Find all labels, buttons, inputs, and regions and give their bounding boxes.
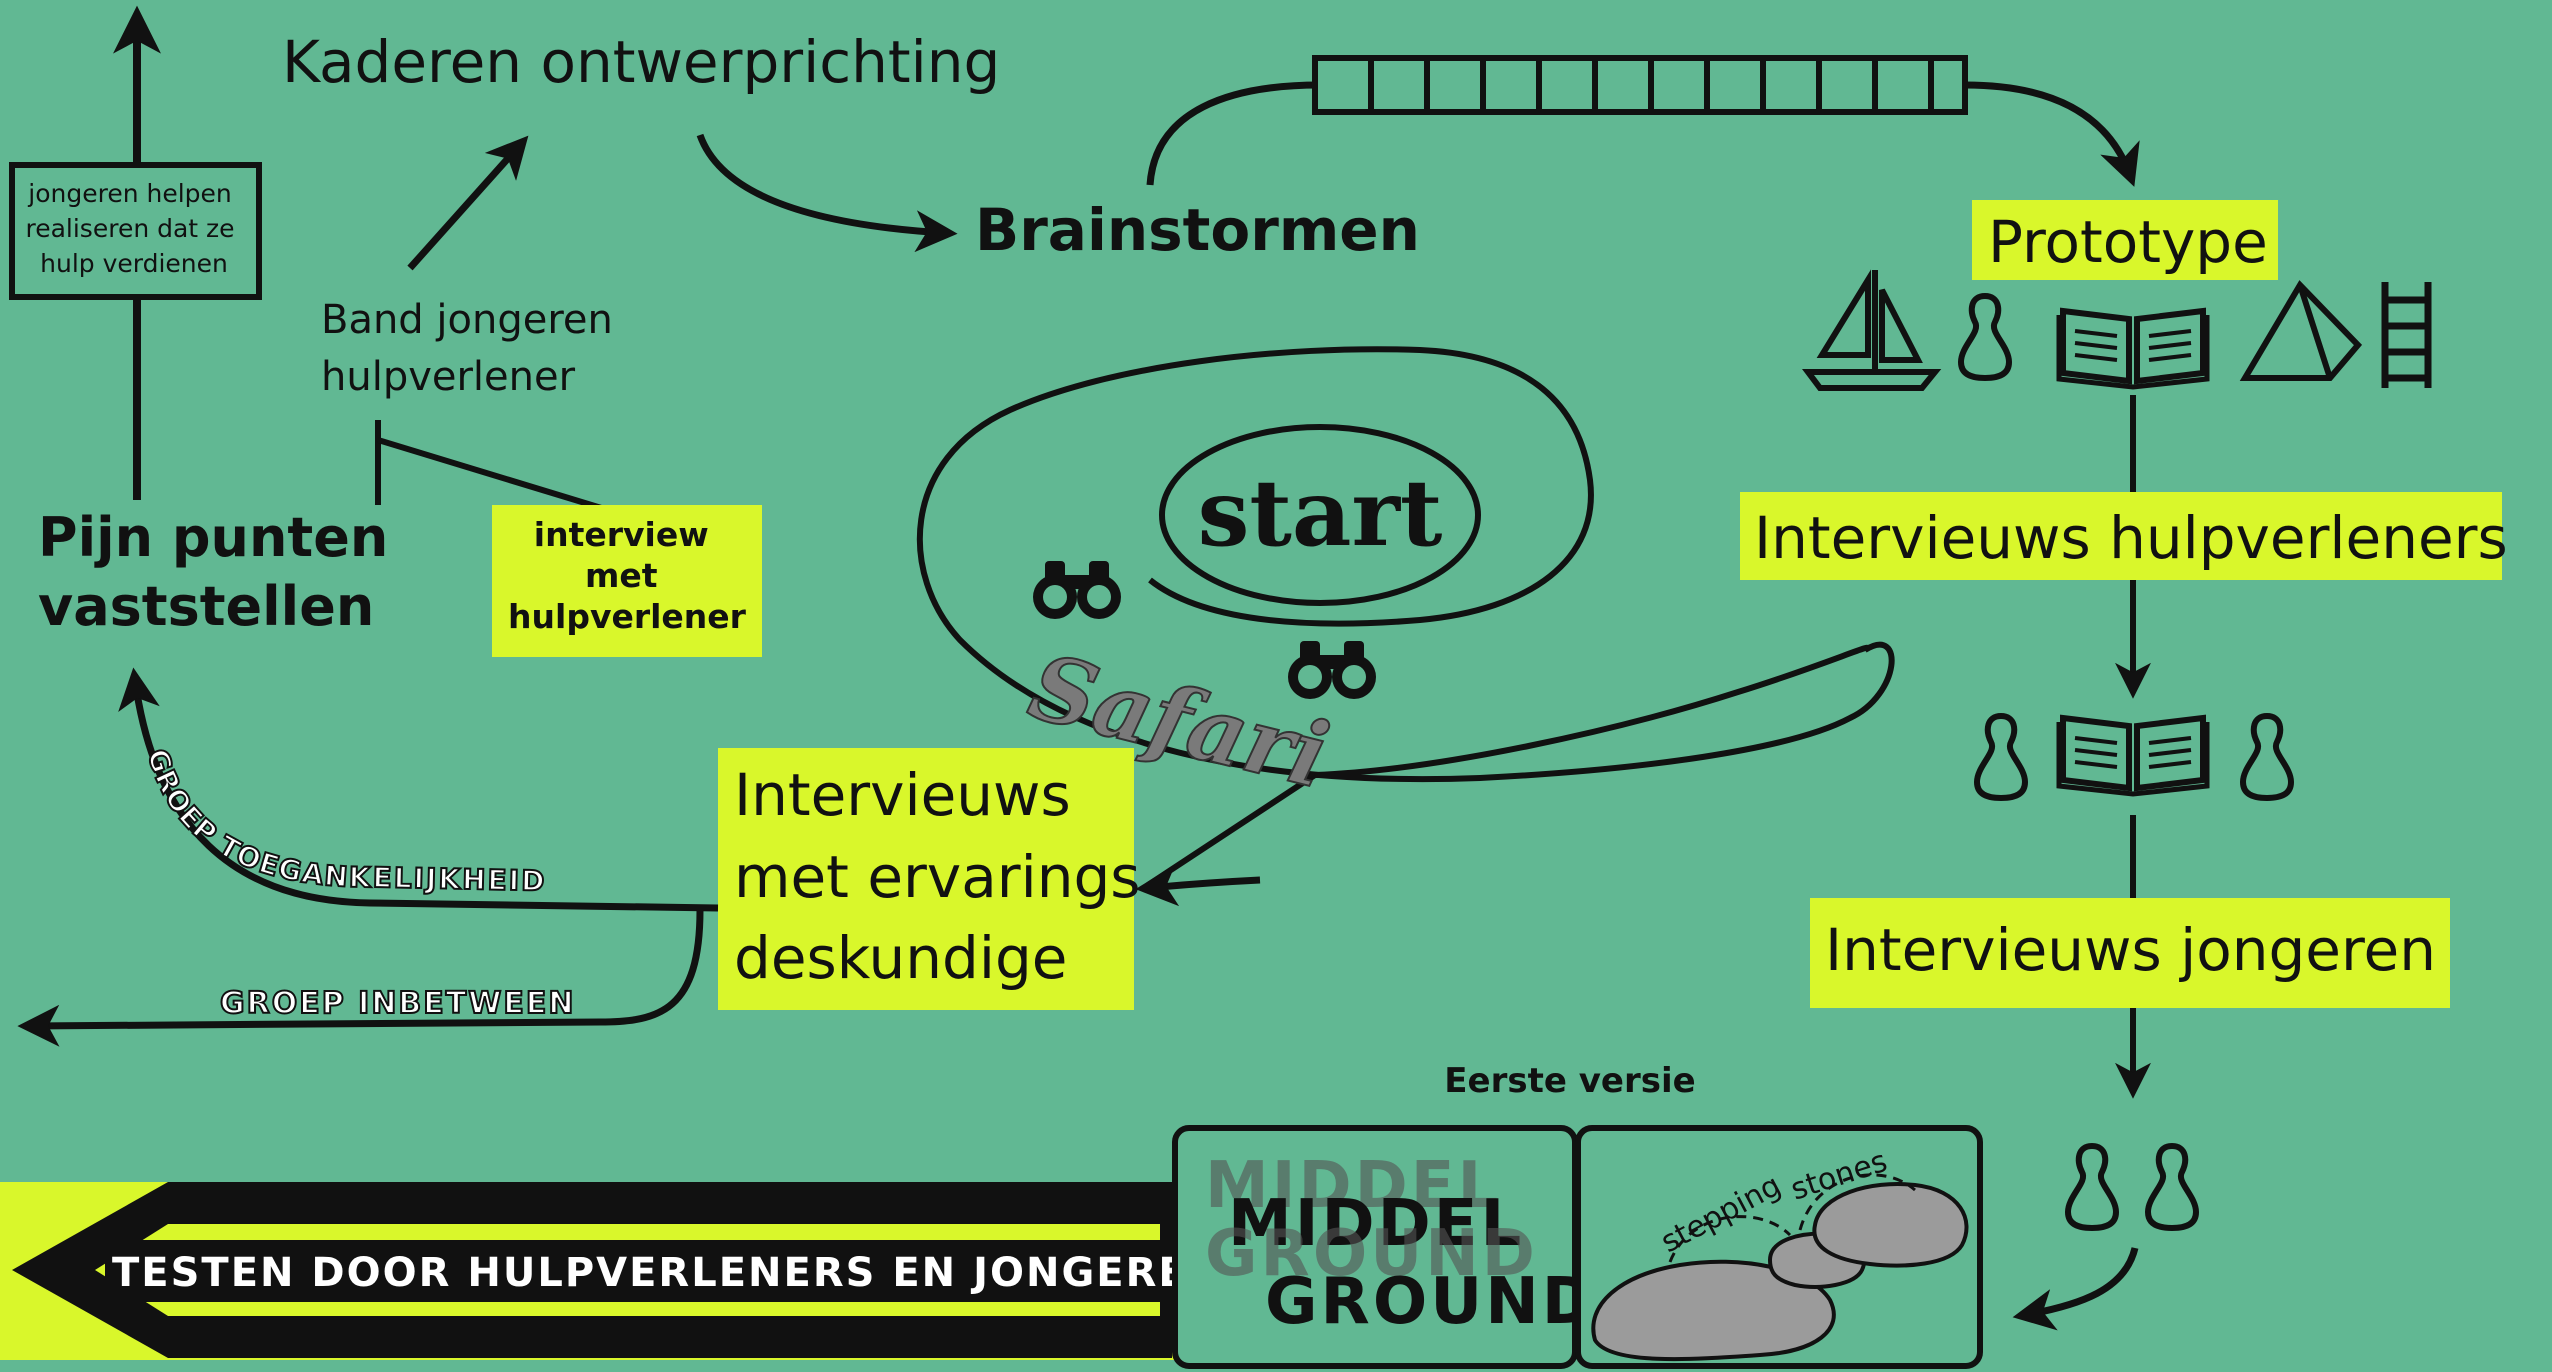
prototype-label: Prototype bbox=[1988, 208, 2268, 276]
jongeren-helpen-box: jongeren helpen realiseren dat ze hulp v… bbox=[9, 162, 262, 300]
intv-hulpverleners-highlight bbox=[1740, 492, 2502, 580]
middel-ground-box: MIDDEL MIDDEL GROUND GROUND bbox=[1172, 1125, 1598, 1369]
groep-inbetween-label: GROEP INBETWEEN bbox=[220, 986, 575, 1021]
intv-ervaring-line: met ervarings bbox=[734, 843, 1141, 911]
safari-spiral bbox=[916, 346, 1895, 888]
intv-ervaring-highlight bbox=[718, 748, 1134, 1010]
band-label-line: Band jongeren bbox=[321, 297, 613, 343]
arrow-groep-inbetween bbox=[17, 909, 704, 1047]
pyramid-icon bbox=[2239, 280, 2363, 381]
jongeren-box-line: jongeren helpen bbox=[27, 179, 232, 208]
prototype-highlight bbox=[1972, 200, 2278, 280]
stepping-stones-box: stepping stones bbox=[1575, 1125, 1983, 1369]
person-icon bbox=[2068, 1146, 2116, 1228]
kaderen-label: Kaderen ontwerprichting bbox=[282, 28, 1000, 96]
binoculars-icon bbox=[1033, 561, 1121, 619]
start-ellipse bbox=[1159, 424, 1481, 606]
groep-toegankelijkheid-label: GROEP TOEGANKELIJKHEID bbox=[140, 744, 546, 899]
ground-label: GROUND bbox=[1265, 1265, 1598, 1339]
pijn-punten-line: vaststellen bbox=[38, 575, 374, 638]
interview-hulp-line: interview bbox=[534, 515, 709, 554]
intv-ervaring-line: Intervieuws bbox=[734, 761, 1071, 829]
middel-label-shadow: MIDDEL bbox=[1205, 1149, 1501, 1223]
jongeren-box-line: realiseren dat ze bbox=[25, 214, 234, 243]
svg-text:GROEP TOEGANKELIJKHEID: GROEP TOEGANKELIJKHEID bbox=[141, 745, 547, 898]
person-icon bbox=[1977, 716, 2025, 798]
arrow-to-brainstormen bbox=[696, 133, 958, 253]
person-icon bbox=[2243, 716, 2291, 798]
start-label: start bbox=[1198, 459, 1443, 567]
book-icon bbox=[2059, 311, 2207, 387]
ladder-icon bbox=[2381, 282, 2432, 388]
stone-icon bbox=[1812, 1182, 1969, 1268]
box-row bbox=[1312, 55, 1968, 115]
middel-label: MIDDEL bbox=[1228, 1187, 1524, 1261]
binoculars-icon bbox=[1288, 641, 1376, 699]
svg-text:Pijn punten vaststellen: Pijn punten vaststellen bbox=[38, 506, 407, 638]
testen-label: TESTEN DOOR HULPVERLENERS EN JONGEREN bbox=[112, 1250, 1223, 1296]
person-icon bbox=[1961, 296, 2009, 378]
sailboat-icon bbox=[1802, 269, 1942, 391]
svg-text:jongeren helpen realiser: jongeren helpen realiseren dat ze hulp v… bbox=[25, 179, 242, 278]
interview-hulp-line: met bbox=[585, 556, 658, 595]
intv-jongeren-label: Intervieuws jongeren bbox=[1825, 916, 2436, 984]
intv-jongeren-highlight bbox=[1810, 898, 2450, 1008]
interview-hulpverlener-box: interview met hulpverlener bbox=[492, 505, 762, 657]
arrow-to-ervaring bbox=[1135, 864, 1261, 907]
arrow-to-eerste-versie bbox=[2012, 1247, 2139, 1331]
book-icon bbox=[2059, 718, 2207, 794]
stone-icon bbox=[1591, 1259, 1836, 1362]
intv-hulpverleners-label: Intervieuws hulpverleners bbox=[1754, 504, 2508, 572]
person-icon bbox=[2148, 1146, 2196, 1228]
eerste-versie-label: Eerste versie bbox=[1444, 1061, 1695, 1101]
band-label-line: hulpverlener bbox=[321, 354, 576, 400]
svg-text:interview met hulp: interview met hulpverlener bbox=[508, 515, 747, 636]
brainstormen-label: Brainstormen bbox=[975, 196, 1420, 264]
svg-text:Band jongeren hulpverlener: Band jongeren hulpverlener bbox=[321, 297, 626, 400]
interview-hulp-line: hulpverlener bbox=[508, 597, 747, 636]
svg-text:Intervieuws met ervarings: Intervieuws met ervarings deskundige bbox=[734, 761, 1159, 992]
ground-label-shadow: GROUND bbox=[1205, 1217, 1538, 1291]
arrow-groep-toegankelijkheid bbox=[118, 667, 719, 912]
arrow-to-kaderen bbox=[407, 135, 529, 271]
jongeren-box-line: hulp verdienen bbox=[40, 249, 228, 278]
intv-ervaring-line: deskundige bbox=[734, 924, 1067, 992]
pijn-punten-line: Pijn punten bbox=[38, 506, 388, 569]
